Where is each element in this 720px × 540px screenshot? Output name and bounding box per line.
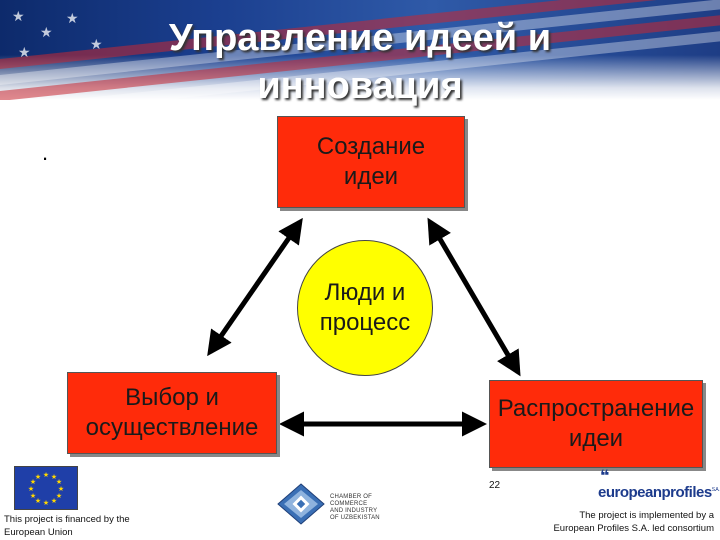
- implemented-line1: The project is implemented by a: [520, 509, 714, 522]
- implemented-by-text: The project is implemented by a European…: [520, 509, 714, 535]
- selection-line1: Выбор и: [86, 383, 259, 413]
- chamber-of-commerce-logo: [276, 482, 326, 526]
- spread-idea-box: Распространение идеи: [489, 380, 703, 468]
- svg-text:★: ★: [43, 499, 49, 507]
- spread-idea-line2: идеи: [498, 424, 695, 454]
- european-profiles-logo: europeanprofilesS.A.: [598, 484, 719, 501]
- chamber-line1: CHAMBER OF COMMERCE: [330, 494, 390, 508]
- svg-text:★: ★: [28, 485, 34, 493]
- chamber-text: CHAMBER OF COMMERCE AND INDUSTRY OF UZBE…: [330, 494, 390, 522]
- financed-line1: This project is financed by the: [4, 513, 164, 526]
- chamber-line3: OF UZBEKISTAN: [330, 515, 390, 522]
- eu-flag-logo: ★ ★ ★ ★ ★ ★ ★ ★ ★ ★ ★ ★: [14, 466, 78, 510]
- financed-line2: European Union: [4, 526, 164, 539]
- people-process-line2: процесс: [320, 308, 411, 338]
- financed-by-text: This project is financed by the European…: [4, 513, 164, 539]
- spread-idea-line1: Распространение: [498, 394, 695, 424]
- ep-suffix: S.A.: [712, 487, 719, 493]
- svg-text:★: ★: [43, 471, 49, 479]
- people-process-line1: Люди и: [320, 278, 411, 308]
- implemented-line2: European Profiles S.A. led consortium: [520, 522, 714, 535]
- arrow-top-left: [210, 222, 300, 352]
- page-number: 22: [489, 480, 500, 491]
- create-idea-box: Создание идеи: [277, 116, 465, 208]
- svg-text:★: ★: [35, 473, 41, 481]
- selection-line2: осуществление: [86, 413, 259, 443]
- chamber-line2: AND INDUSTRY: [330, 508, 390, 515]
- ep-brand: europeanprofiles: [598, 484, 712, 501]
- svg-text:★: ★: [30, 492, 36, 500]
- create-idea-line1: Создание: [317, 132, 425, 162]
- european-profiles-mark-icon: ❝: [600, 466, 609, 486]
- people-process-circle: Люди и процесс: [297, 240, 433, 376]
- arrow-top-right: [430, 222, 518, 372]
- svg-text:★: ★: [51, 497, 57, 505]
- create-idea-line2: идеи: [317, 162, 425, 192]
- selection-implementation-box: Выбор и осуществление: [67, 372, 277, 454]
